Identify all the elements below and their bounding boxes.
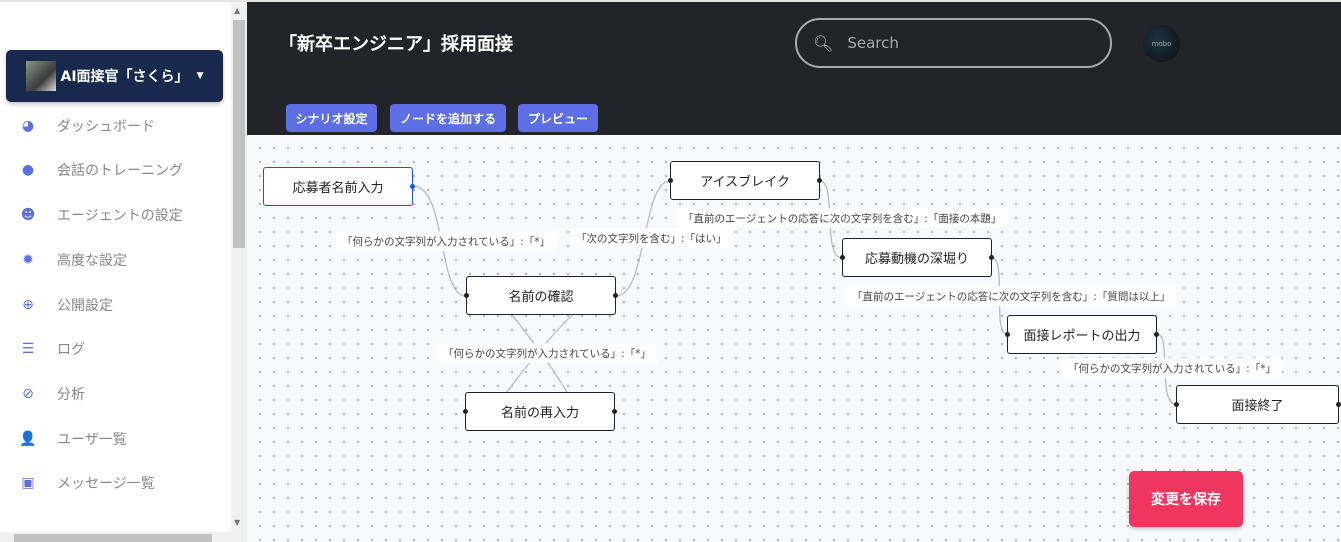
node-label: 名前の再入力: [500, 406, 579, 421]
compass-icon: ⊘: [22, 386, 34, 402]
scroll-down-icon[interactable]: ▼: [234, 518, 241, 527]
node-handle[interactable]: [989, 255, 994, 260]
node-handle[interactable]: [817, 178, 822, 183]
vertical-scrollbar[interactable]: ▲▼: [231, 2, 247, 532]
agent-name: AI面接官「さくら」: [60, 69, 189, 85]
node-handle[interactable]: [612, 409, 617, 414]
edge-label[interactable]: 「次の文字列を含む」:「はい」: [570, 228, 733, 248]
node-label: 面接終了: [1231, 399, 1284, 414]
sidebar-item-label: 公開設定: [57, 298, 113, 314]
scrollbar-thumb[interactable]: [14, 534, 212, 542]
sidebar-item-label: エージェントの設定: [57, 208, 183, 224]
edge-label[interactable]: 「直前のエージェントの応答に次の文字列を含む」:「面接の本題」: [677, 208, 1008, 228]
pie-chart-icon: ◕: [21, 118, 35, 134]
flow-node[interactable]: 応募者名前入力: [263, 167, 415, 206]
edge-label[interactable]: 「直前のエージェントの応答に次の文字列を含む」:「質問は以上」: [846, 286, 1177, 306]
sidebar-item-label: 分析: [57, 387, 85, 403]
caret-down-icon: ▼: [196, 71, 204, 81]
node-handle[interactable]: [840, 255, 845, 260]
node-handle[interactable]: [613, 293, 618, 298]
scroll-up-icon[interactable]: ▲: [234, 6, 241, 15]
sidebar-item-messages[interactable]: ▣ メッセージ一覧: [0, 468, 230, 498]
flow-node[interactable]: 面接レポートの出力: [1005, 315, 1159, 354]
sidebar-item-logs[interactable]: ☰ ログ: [0, 334, 230, 364]
search-input[interactable]: [847, 34, 1088, 52]
node-handle[interactable]: [464, 293, 469, 298]
flow-node[interactable]: 名前の再入力: [463, 392, 617, 431]
flow-node[interactable]: 応募動機の深堀り: [840, 238, 994, 277]
edge-label[interactable]: 「何らかの文字列が入力されている」:「*」: [1062, 358, 1282, 378]
node-label: 名前の確認: [508, 290, 574, 305]
sidebar-item-label: 高度な設定: [57, 253, 127, 269]
globe-icon: ⊕: [22, 297, 34, 313]
header: 「新卒エンジニア」採用面接 🔍︎ mobo シナリオ設定 ノードを追加する プレ…: [247, 0, 1341, 135]
page-title: 「新卒エンジニア」採用面接: [279, 34, 513, 55]
preview-button[interactable]: プレビュー: [518, 104, 598, 132]
chat-bubble-icon: ●: [21, 162, 35, 178]
edge-label[interactable]: 「何らかの文字列が入力されている」:「*」: [437, 343, 657, 363]
flow-node[interactable]: アイスブレイク: [668, 161, 822, 200]
node-handle[interactable]: [463, 409, 468, 414]
sidebar-item-dashboard[interactable]: ◕ ダッシュボード: [0, 111, 230, 141]
search-box[interactable]: 🔍︎: [795, 18, 1112, 68]
sidebar-item-label: ログ: [57, 342, 85, 358]
agent-avatar: [25, 61, 56, 91]
node-handle[interactable]: [1154, 332, 1159, 337]
node-handle[interactable]: [1005, 332, 1010, 337]
sidebar-item-users[interactable]: 👤 ユーザ一覧: [0, 424, 230, 454]
user-icon: 👤: [19, 431, 37, 447]
flow-node[interactable]: 名前の確認: [464, 276, 618, 315]
node-label: アイスブレイク: [700, 175, 790, 190]
node-label: 応募者名前入力: [292, 181, 384, 196]
sidebar-item-agent-settings[interactable]: ☻ エージェントの設定: [0, 200, 230, 230]
edge-label[interactable]: 「何らかの文字列が入力されている」:「*」: [336, 231, 556, 251]
sidebar-item-publish-settings[interactable]: ⊕ 公開設定: [0, 290, 230, 320]
node-handle[interactable]: [410, 184, 415, 189]
sidebar-item-label: 会話のトレーニング: [57, 163, 183, 179]
sidebar-item-label: メッセージ一覧: [57, 476, 155, 492]
sidebar-item-advanced-settings[interactable]: ✹ 高度な設定: [0, 245, 230, 275]
flow-canvas[interactable]: 応募者名前入力 名前の確認 名前の再入力 アイスブレイク 応募動機の深堀り 面接…: [247, 135, 1341, 542]
node-label: 面接レポートの出力: [1023, 329, 1141, 344]
user-avatar[interactable]: mobo: [1143, 25, 1180, 62]
horizontal-scrollbar[interactable]: [0, 532, 247, 542]
agent-selector-button[interactable]: AI面接官「さくら」 ▼: [6, 50, 223, 102]
add-node-button[interactable]: ノードを追加する: [390, 104, 506, 132]
node-handle[interactable]: [1336, 402, 1341, 407]
sidebar-item-training[interactable]: ● 会話のトレーニング: [0, 155, 230, 185]
scrollbar-thumb[interactable]: [233, 20, 245, 248]
flow-node[interactable]: 面接終了: [1174, 385, 1341, 424]
avatar-text: mobo: [1151, 39, 1172, 48]
sidebar-item-label: ダッシュボード: [57, 119, 155, 135]
save-changes-button[interactable]: 変更を保存: [1129, 471, 1243, 527]
node-label: 応募動機の深堀り: [864, 252, 969, 267]
lines-icon: ☰: [21, 341, 35, 357]
search-icon: 🔍︎: [813, 33, 834, 53]
gear-icon: ✹: [22, 252, 34, 268]
inbox-icon: ▣: [21, 475, 35, 491]
sidebar-item-label: ユーザ一覧: [57, 432, 127, 448]
scenario-settings-button[interactable]: シナリオ設定: [286, 104, 377, 132]
smile-icon: ☻: [20, 207, 36, 223]
node-handle[interactable]: [668, 178, 673, 183]
node-handle[interactable]: [1174, 402, 1179, 407]
sidebar-item-analytics[interactable]: ⊘ 分析: [0, 379, 230, 409]
sidebar: AI面接官「さくら」 ▼ ◕ ダッシュボード ● 会話のトレーニング ☻ エージェント…: [0, 0, 247, 542]
